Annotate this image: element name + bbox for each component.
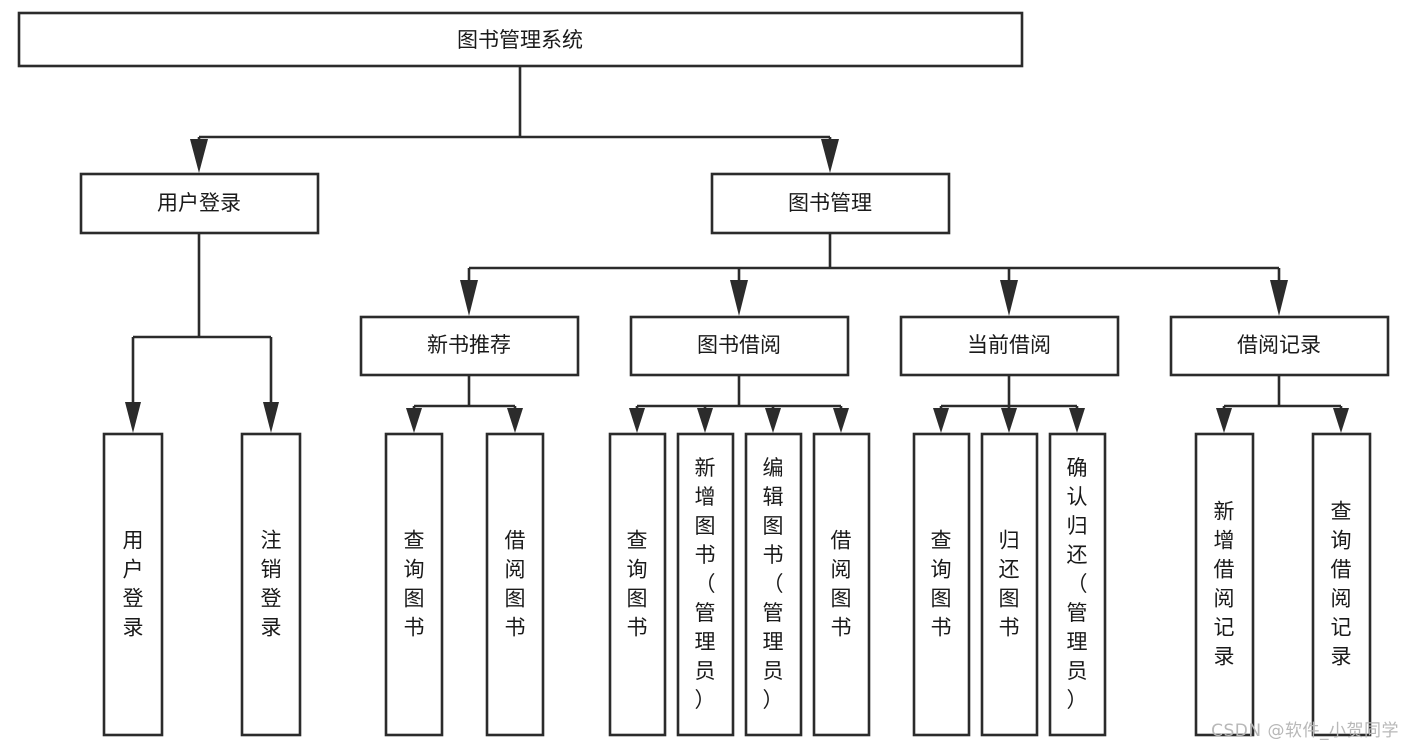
arrowhead-leaf-add-record [1216,408,1232,433]
arrowhead-leaf-confirm-return [1069,408,1085,433]
arrowhead-leaf-add-book [697,408,713,433]
node-new-book-recommend-label: 新书推荐 [427,333,511,357]
node-leaf-add-record[interactable]: 新增借阅记录 [1194,432,1255,737]
node-leaf-query-record[interactable]: 查询借阅记录 [1311,432,1372,737]
node-book-borrow[interactable]: 图书借阅 [629,315,850,377]
node-current-borrow[interactable]: 当前借阅 [899,315,1120,377]
node-leaf-confirm-return-box[interactable] [1048,432,1107,737]
arrowhead-leaf-query-book-1 [406,408,422,433]
node-root[interactable]: 图书管理系统 [17,11,1024,68]
arrowhead-leaf-logout [263,402,279,433]
node-leaf-logout[interactable]: 注销登录 [240,432,302,737]
arrowhead-leaf-return-book [1001,408,1017,433]
node-leaf-borrow-book-2[interactable]: 借阅图书 [812,432,871,737]
arrowhead-leaf-query-book-3 [933,408,949,433]
node-current-borrow-label: 当前借阅 [967,333,1051,357]
connector-layer [125,66,1349,433]
node-borrow-record[interactable]: 借阅记录 [1169,315,1390,377]
arrowhead-current-borrow [1000,280,1018,316]
node-leaf-query-book-2-box[interactable] [608,432,667,737]
node-leaf-edit-book-label: 编辑图书（管理员） [763,456,784,712]
arrowhead-new-book-recommend [460,280,478,316]
arrowhead-book-manage [821,139,839,173]
node-leaf-query-book-3-label: 查询图书 [931,529,952,640]
node-leaf-user-login[interactable]: 用户登录 [102,432,164,737]
node-leaf-borrow-book-1-box[interactable] [485,432,545,737]
node-leaf-add-record-label: 新增借阅记录 [1214,500,1235,669]
node-leaf-user-login-label: 用户登录 [123,529,144,640]
arrowhead-user-login [190,139,208,173]
node-leaf-borrow-book-1-label: 借阅图书 [505,529,526,640]
node-leaf-add-record-box[interactable] [1194,432,1255,737]
node-leaf-query-book-2-label: 查询图书 [627,529,648,640]
node-leaf-add-book[interactable]: 新增图书（管理员） [676,432,735,737]
node-leaf-return-book[interactable]: 归还图书 [980,432,1039,737]
node-leaf-edit-book-box[interactable] [744,432,803,737]
node-leaf-return-book-box[interactable] [980,432,1039,737]
node-leaf-logout-label: 注销登录 [261,529,282,640]
node-leaf-query-book-2[interactable]: 查询图书 [608,432,667,737]
node-user-login-label: 用户登录 [157,191,241,215]
arrowhead-leaf-borrow-book-2 [833,408,849,433]
node-leaf-borrow-book-2-box[interactable] [812,432,871,737]
node-leaf-logout-box[interactable] [240,432,302,737]
arrowhead-book-borrow [730,280,748,316]
node-leaf-query-book-1[interactable]: 查询图书 [384,432,444,737]
node-borrow-record-box[interactable] [1169,315,1390,377]
arrowhead-leaf-user-login [125,402,141,433]
node-leaf-confirm-return[interactable]: 确认归还（管理员） [1048,432,1107,737]
node-leaf-confirm-return-label: 确认归还（管理员） [1067,456,1088,712]
node-book-manage[interactable]: 图书管理 [710,172,951,235]
arrowhead-leaf-borrow-book-1 [507,408,523,433]
node-borrow-record-label: 借阅记录 [1237,333,1321,357]
node-current-borrow-box[interactable] [899,315,1120,377]
node-root-box[interactable] [17,11,1024,68]
node-leaf-query-book-1-label: 查询图书 [404,529,425,640]
node-leaf-query-record-label: 查询借阅记录 [1331,500,1352,669]
node-book-borrow-label: 图书借阅 [697,333,781,357]
arrowhead-leaf-query-book-2 [629,408,645,433]
node-book-manage-label: 图书管理 [788,191,872,215]
arrowhead-borrow-record [1270,280,1288,316]
node-leaf-add-book-label: 新增图书（管理员） [695,456,716,712]
node-leaf-user-login-box[interactable] [102,432,164,737]
node-leaf-query-book-3-box[interactable] [912,432,971,737]
node-new-book-recommend-box[interactable] [359,315,580,377]
node-leaf-borrow-book-1[interactable]: 借阅图书 [485,432,545,737]
node-book-borrow-box[interactable] [629,315,850,377]
node-leaf-query-book-3[interactable]: 查询图书 [912,432,971,737]
node-leaf-add-book-box[interactable] [676,432,735,737]
node-user-login-box[interactable] [79,172,320,235]
node-leaf-query-book-1-box[interactable] [384,432,444,737]
node-leaf-borrow-book-2-label: 借阅图书 [831,529,852,640]
node-leaf-edit-book[interactable]: 编辑图书（管理员） [744,432,803,737]
node-leaf-query-record-box[interactable] [1311,432,1372,737]
node-root-label: 图书管理系统 [457,28,583,52]
node-book-manage-box[interactable] [710,172,951,235]
arrowhead-leaf-query-record [1333,408,1349,433]
node-user-login[interactable]: 用户登录 [79,172,320,235]
node-new-book-recommend[interactable]: 新书推荐 [359,315,580,377]
arrowhead-leaf-edit-book [765,408,781,433]
watermark: CSDN @软件_小贺同学 [1211,721,1399,741]
node-leaf-return-book-label: 归还图书 [999,529,1020,640]
